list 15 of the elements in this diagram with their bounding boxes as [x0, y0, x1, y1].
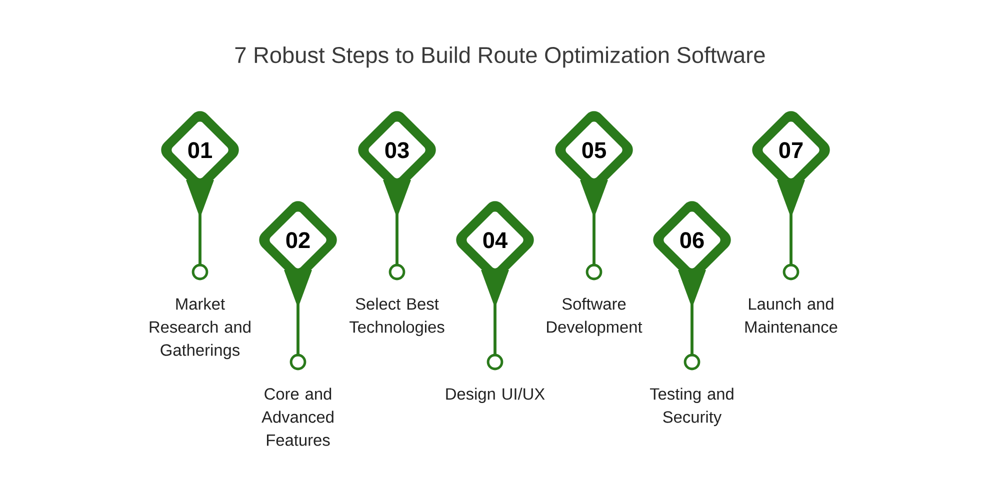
location-pin: 06 [653, 201, 731, 370]
location-pin: 07 [752, 111, 830, 280]
step-label: Core and Advanced Features [262, 388, 334, 446]
location-pin: 01 [161, 111, 239, 280]
location-pin: 02 [259, 201, 337, 370]
step-label: Launch and Maintenance [745, 298, 838, 333]
step-label: Select Best Technologies [350, 298, 444, 336]
location-pin: 05 [555, 111, 633, 280]
step-label: Testing and Security [650, 388, 734, 426]
step-label: Software Development [547, 298, 642, 336]
step-label: Market Research and Gatherings [150, 298, 250, 360]
title: 7 Robust Steps to Build Route Optimization Software [235, 46, 765, 68]
location-pin: 03 [358, 111, 436, 280]
step-label: Design UI/UX [446, 388, 545, 403]
location-pin: 04 [456, 201, 534, 370]
